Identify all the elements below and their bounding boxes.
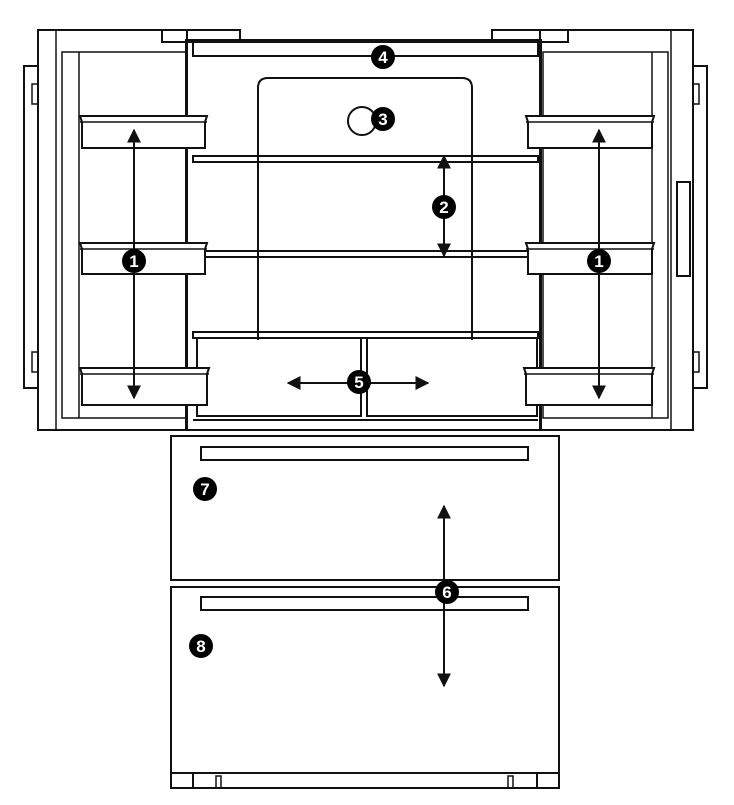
callout-label: 4 [378,48,388,67]
upper-freezer-handle [200,446,529,461]
hinge-left [161,29,241,43]
crisper-drawer-left [196,337,362,417]
rear-wall-panel [257,77,473,340]
callout-1b: 1 [587,249,611,273]
foot-left [170,772,194,789]
callout-badge [587,249,611,273]
left-door [23,29,211,431]
freezer-section [170,435,560,789]
door-bin-right-top [524,115,656,149]
left-door-gasket [23,65,39,389]
top-mullion-bar [192,41,539,57]
callout-1a: 1 [122,249,146,273]
callout-label: 5 [354,373,363,392]
callout-5: 5 [347,370,371,394]
callout-badge [371,107,395,131]
shelf-middle [192,250,539,258]
callout-6: 6 [435,580,459,604]
foot-right [536,772,560,789]
callout-badge [193,477,217,501]
callout-label: 1 [594,252,603,271]
upper-freezer-drawer-front [170,435,560,581]
callout-badge [435,580,459,604]
callout-2: 2 [432,195,456,219]
callout-label: 8 [196,637,205,656]
callout-3: 3 [371,107,395,131]
lower-freezer-drawer-front [170,586,560,774]
right-door [522,29,708,431]
callout-label: 3 [378,110,387,129]
callout-badge [189,634,213,658]
lower-freezer-handle [200,596,529,611]
callout-label: 6 [442,583,451,602]
callout-label: 2 [439,198,448,217]
callout-label: 1 [129,252,138,271]
right-door-handle [676,181,691,277]
callout-7: 7 [193,477,217,501]
fridge-cabinet [161,29,569,431]
right-door-gasket [692,65,708,389]
callout-badge [122,249,146,273]
callout-4: 4 [371,45,395,69]
callout-badge [347,370,371,394]
callout-badge [371,45,395,69]
hinge-right [491,29,569,43]
shelf-upper [192,155,539,163]
callout-8: 8 [189,634,213,658]
callout-label: 7 [200,480,209,499]
door-bin-left-top [78,115,209,149]
crisper-drawer-right [366,337,538,417]
callout-badge [432,195,456,219]
shelf-lower [192,331,539,339]
